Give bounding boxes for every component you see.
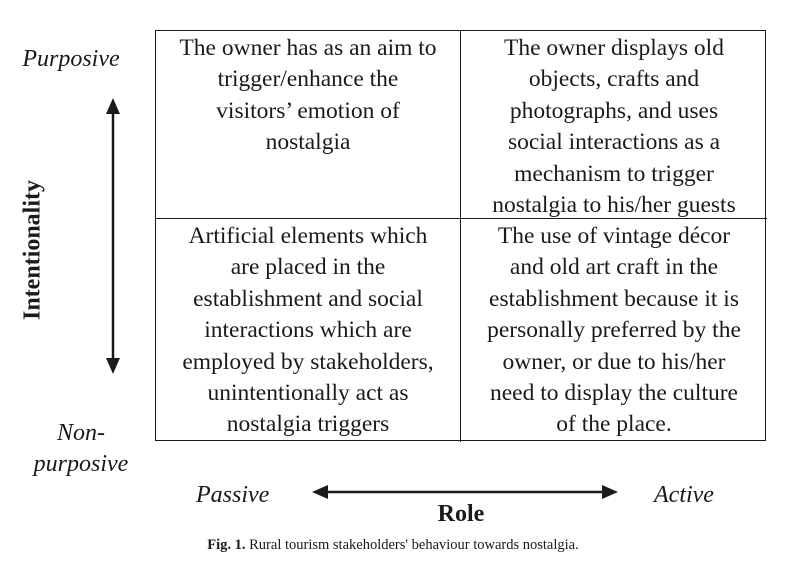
x-axis-right-label: Active <box>654 482 714 508</box>
quadrant-matrix: The owner has as an aim to trigger/enhan… <box>155 30 767 442</box>
y-axis-title-text: Intentionality <box>19 179 46 321</box>
x-axis-title: Role <box>437 501 485 527</box>
quadrant-purposive-passive: The owner has as an aim to trigger/enhan… <box>156 31 461 219</box>
vertical-double-arrow <box>106 98 120 374</box>
x-axis-left-label: Passive <box>196 482 270 508</box>
y-axis-bottom-label: Non- purposive <box>33 420 129 477</box>
quadrant-purposive-active: The owner displays old objects, crafts a… <box>461 31 767 219</box>
y-axis-top-label: Purposive <box>22 46 120 72</box>
quadrant-nonpurposive-passive: Artificial elements which are placed in … <box>156 219 461 442</box>
figure-caption-text: Rural tourism stakeholders' behaviour to… <box>249 537 579 553</box>
figure-caption: Fig. 1. Rural tourism stakeholders' beha… <box>0 537 786 554</box>
figure-caption-label: Fig. 1. <box>207 537 246 553</box>
quadrant-nonpurposive-active: The use of vintage décor and old art cra… <box>487 223 741 438</box>
horizontal-double-arrow <box>312 485 618 499</box>
